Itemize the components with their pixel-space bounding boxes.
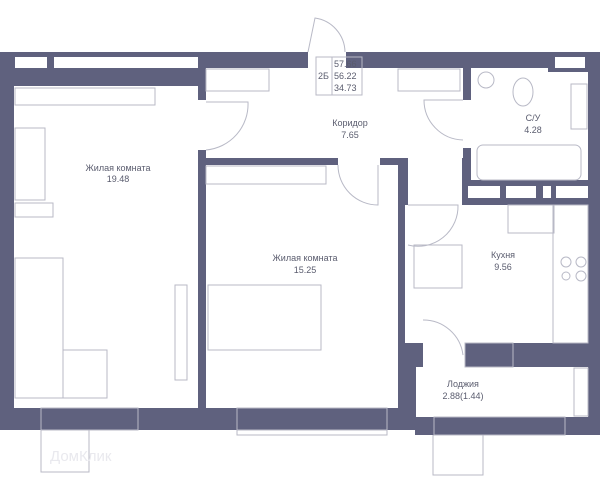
door-loggia[interactable] xyxy=(423,343,465,367)
door-bathroom[interactable] xyxy=(463,100,471,148)
room-name: С/У xyxy=(526,113,541,123)
apartment-type: 2Б xyxy=(318,71,329,81)
room-living-1 xyxy=(14,86,198,408)
stove-burner xyxy=(575,270,587,282)
window xyxy=(468,186,500,198)
stove-burner xyxy=(560,256,572,268)
door-living-2[interactable] xyxy=(338,158,380,165)
bed xyxy=(207,284,322,351)
tv-stand xyxy=(174,284,188,381)
window xyxy=(506,186,536,198)
door-swing xyxy=(423,99,464,141)
apartment-info-box: 2Б 57.66 56.22 34.73 xyxy=(315,56,363,96)
room-corridor xyxy=(206,68,463,205)
door-swing xyxy=(205,101,249,151)
room-loggia xyxy=(416,367,588,417)
window xyxy=(556,186,588,198)
area-without-loggia: 56.22 xyxy=(334,71,357,81)
stove-burner xyxy=(561,271,571,281)
door-swing xyxy=(337,164,379,206)
room-name: Жилая комната xyxy=(272,253,337,263)
door-kitchen[interactable] xyxy=(408,200,458,206)
dining-table xyxy=(413,244,463,289)
dryer-rack xyxy=(573,367,589,417)
wardrobe xyxy=(205,68,270,92)
window xyxy=(54,57,198,68)
window xyxy=(236,407,388,431)
door-swing xyxy=(422,319,464,356)
room-name: Коридор xyxy=(332,118,368,128)
sink xyxy=(570,83,588,130)
wardrobe xyxy=(397,68,461,92)
living-area: 34.73 xyxy=(334,83,357,93)
room-kitchen xyxy=(405,205,588,343)
room-name: Лоджия xyxy=(447,379,479,389)
room-name: Кухня xyxy=(491,250,515,260)
balcony-loggia xyxy=(432,434,484,476)
window-kitchen-loggia xyxy=(464,342,514,368)
wardrobe xyxy=(14,87,156,106)
room-living-2 xyxy=(206,165,398,408)
window-bedroom-outside xyxy=(236,429,388,436)
window xyxy=(433,416,566,436)
window xyxy=(40,407,139,431)
room-area: 2.88(1.44) xyxy=(442,391,483,401)
window xyxy=(543,186,551,198)
sofa xyxy=(14,257,64,399)
room-area: 15.25 xyxy=(294,265,317,275)
total-area: 57.66 xyxy=(334,59,357,69)
stove-burner xyxy=(575,256,587,268)
room-bathroom xyxy=(471,68,588,180)
toilet xyxy=(512,77,534,107)
desk xyxy=(14,127,46,201)
room-name: Жилая комната xyxy=(85,163,150,173)
door-swing xyxy=(407,204,459,247)
room-area: 7.65 xyxy=(341,130,359,140)
room-area: 4.28 xyxy=(524,125,542,135)
entrance-door[interactable] xyxy=(308,52,346,68)
window xyxy=(555,57,585,68)
watermark: ДомКлик xyxy=(50,448,112,465)
radiator xyxy=(14,202,54,218)
wardrobe xyxy=(205,165,327,185)
bathtub xyxy=(476,144,582,181)
washing-machine xyxy=(477,71,495,89)
kitchen-counter xyxy=(552,204,589,344)
room-area: 19.48 xyxy=(107,174,130,184)
window xyxy=(15,57,47,68)
entrance-door-swing xyxy=(307,17,346,53)
sofa-corner xyxy=(62,349,108,399)
fridge xyxy=(507,204,555,234)
room-area: 9.56 xyxy=(494,262,512,272)
door-living-1[interactable] xyxy=(198,100,206,150)
